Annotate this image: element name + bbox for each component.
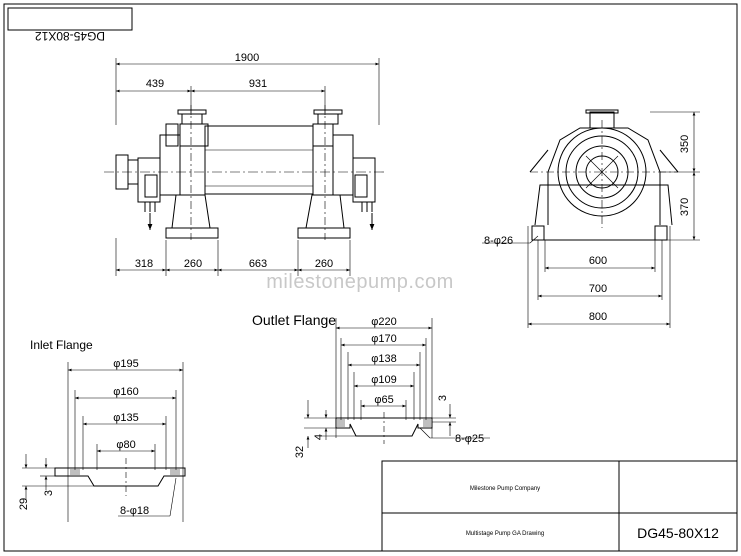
inlet-h29: 29 <box>18 498 30 510</box>
dim-663: 663 <box>249 258 267 270</box>
outlet-flange-title: Outlet Flange <box>252 312 336 328</box>
inlet-d135: φ135 <box>113 412 139 424</box>
drawing-frame <box>3 3 738 552</box>
dim-439: 439 <box>146 78 164 90</box>
outlet-h3: 3 <box>437 395 449 401</box>
dim-370: 370 <box>679 198 691 216</box>
drawing-name: Multistage Pump GA Drawing <box>466 531 544 537</box>
dim-931: 931 <box>249 78 267 90</box>
inlet-h3: 3 <box>43 490 55 496</box>
side-view: 350 370 8-φ26 600 700 800 <box>482 109 700 328</box>
outlet-d65: φ65 <box>374 394 393 406</box>
inlet-d80: φ80 <box>116 439 135 451</box>
mirrored-model-box: DG45-80X12 <box>7 7 133 43</box>
mirrored-model-text: DG45-80X12 <box>35 29 105 43</box>
dim-700: 700 <box>589 283 607 295</box>
dim-1900: 1900 <box>235 52 259 64</box>
dim-260-right: 260 <box>315 258 333 270</box>
outlet-holes: 8-φ25 <box>455 433 484 445</box>
model-number: DG45-80X12 <box>637 525 719 541</box>
title-block: Milestone Pump Company Multistage Pump G… <box>381 460 738 552</box>
watermark: milestonepump.com <box>266 271 453 293</box>
outlet-d170: φ170 <box>371 333 397 345</box>
dim-260-left: 260 <box>184 258 202 270</box>
dim-318: 318 <box>135 258 153 270</box>
outlet-d109: φ109 <box>371 374 397 386</box>
inlet-d195: φ195 <box>113 358 139 370</box>
outlet-h32: 32 <box>294 446 306 458</box>
outlet-d220: φ220 <box>371 316 397 328</box>
outlet-h4: 4 <box>313 434 325 440</box>
dim-350: 350 <box>679 135 691 153</box>
front-view: 1900 439 931 <box>104 52 384 276</box>
side-bolt-holes: 8-φ26 <box>484 235 513 247</box>
dim-600: 600 <box>589 255 607 267</box>
inlet-d160: φ160 <box>113 386 139 398</box>
outlet-d138: φ138 <box>371 353 397 365</box>
outlet-flange: Outlet Flange φ220 φ170 φ138 φ109 φ65 <box>252 312 490 458</box>
inlet-flange-title: Inlet Flange <box>30 338 93 352</box>
company-name: Milestone Pump Company <box>470 486 540 492</box>
inlet-holes: 8-φ18 <box>120 505 149 517</box>
dim-800: 800 <box>589 311 607 323</box>
inlet-flange: Inlet Flange φ195 φ160 φ135 φ80 29 3 <box>18 338 186 522</box>
